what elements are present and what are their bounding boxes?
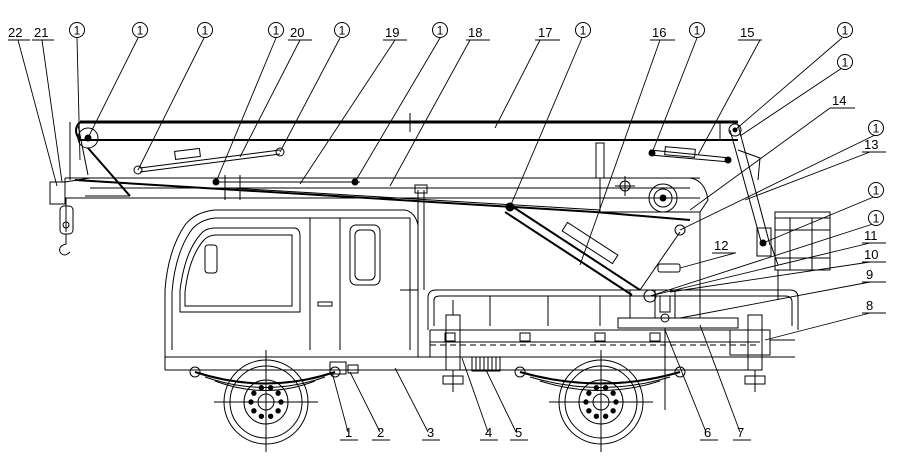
label-7: 7 xyxy=(737,425,744,440)
label-13: 13 xyxy=(864,137,878,152)
lube-mark: 1 xyxy=(689,22,705,38)
label-12: 12 xyxy=(714,238,728,253)
label-9: 9 xyxy=(866,267,873,282)
wheel-bolt xyxy=(251,390,257,396)
label-2: 2 xyxy=(377,425,384,440)
wheel-bolt xyxy=(602,413,609,419)
lube-mark-text: 1 xyxy=(74,24,81,38)
wheel-bolt xyxy=(610,408,616,414)
turntable xyxy=(617,289,739,410)
lube-mark-text: 1 xyxy=(580,24,587,38)
label-15: 15 xyxy=(740,25,754,40)
lube-mark: 1 xyxy=(837,22,853,38)
rear-leaf-spring xyxy=(514,366,686,391)
leveling-cylinder xyxy=(648,146,732,164)
telescopic-boom xyxy=(64,113,738,221)
deck-railing xyxy=(427,289,799,330)
lube-mark: 1 xyxy=(132,22,148,38)
lube-mark: 1 xyxy=(868,120,884,136)
lube-mark: 1 xyxy=(868,210,884,226)
label-22: 22 xyxy=(8,25,22,40)
luffing-cylinder xyxy=(504,202,686,303)
hook-block xyxy=(59,198,74,256)
wheel-bolt xyxy=(586,408,592,414)
label-11: 11 xyxy=(864,228,878,243)
lube-mark-text: 1 xyxy=(873,212,880,226)
rear-outrigger xyxy=(729,314,795,392)
bracket xyxy=(347,364,359,374)
label-18: 18 xyxy=(468,25,482,40)
control-box xyxy=(657,263,681,273)
cab xyxy=(164,209,419,357)
lube-mark-text: 1 xyxy=(339,24,346,38)
label-14: 14 xyxy=(832,93,846,108)
vertical-post xyxy=(414,184,428,290)
lube-mark: 1 xyxy=(197,22,213,38)
lube-mark-text: 1 xyxy=(873,122,880,136)
lubrication-point-marks: 1 1 1 1 1 1 1 1 1 1 1 1 1 xyxy=(69,22,884,226)
label-20: 20 xyxy=(290,25,304,40)
spring-shackle xyxy=(329,361,347,375)
label-10: 10 xyxy=(864,247,878,262)
lube-mark: 1 xyxy=(868,182,884,198)
work-platform xyxy=(774,211,831,300)
lube-mark-text: 1 xyxy=(137,24,144,38)
part-labels: 22 21 20 19 18 17 16 15 14 13 12 11 10 9… xyxy=(8,25,878,440)
lube-mark-text: 1 xyxy=(873,184,880,198)
wheel-bolt xyxy=(258,413,265,419)
wheel-bolt xyxy=(275,390,281,396)
label-4: 4 xyxy=(485,425,492,440)
wheel-bolt xyxy=(593,413,600,419)
leader-lines xyxy=(8,37,886,441)
platform-arm xyxy=(699,123,780,298)
label-19: 19 xyxy=(385,25,399,40)
lube-mark: 1 xyxy=(69,22,85,38)
label-6: 6 xyxy=(704,425,711,440)
front-outrigger xyxy=(442,300,464,392)
lube-mark: 1 xyxy=(432,22,448,38)
lube-mark: 1 xyxy=(334,22,350,38)
label-3: 3 xyxy=(427,425,434,440)
label-17: 17 xyxy=(538,25,552,40)
lube-mark-text: 1 xyxy=(273,24,280,38)
lube-mark: 1 xyxy=(268,22,284,38)
label-5: 5 xyxy=(515,425,522,440)
label-16: 16 xyxy=(652,25,666,40)
wheel-bolt xyxy=(267,413,274,419)
label-1: 1 xyxy=(345,425,352,440)
boom-head xyxy=(49,122,131,205)
lube-mark-text: 1 xyxy=(437,24,444,38)
lube-mark: 1 xyxy=(837,54,853,70)
lube-mark: 1 xyxy=(575,22,591,38)
front-wheel xyxy=(214,350,318,452)
label-21: 21 xyxy=(34,25,48,40)
wheel-bolt xyxy=(586,390,592,396)
front-leaf-spring xyxy=(189,366,341,391)
rear-wheel xyxy=(549,350,653,452)
lube-mark-text: 1 xyxy=(842,24,849,38)
wheel-bolt xyxy=(251,408,257,414)
battery-box xyxy=(471,356,501,372)
telescopic-cylinder xyxy=(133,147,360,186)
wheel-bolt xyxy=(610,390,616,396)
wheel-bolt xyxy=(275,408,281,414)
label-8: 8 xyxy=(866,298,873,313)
lube-mark-text: 1 xyxy=(202,24,209,38)
lube-mark-text: 1 xyxy=(694,24,701,38)
lube-mark-text: 1 xyxy=(842,56,849,70)
